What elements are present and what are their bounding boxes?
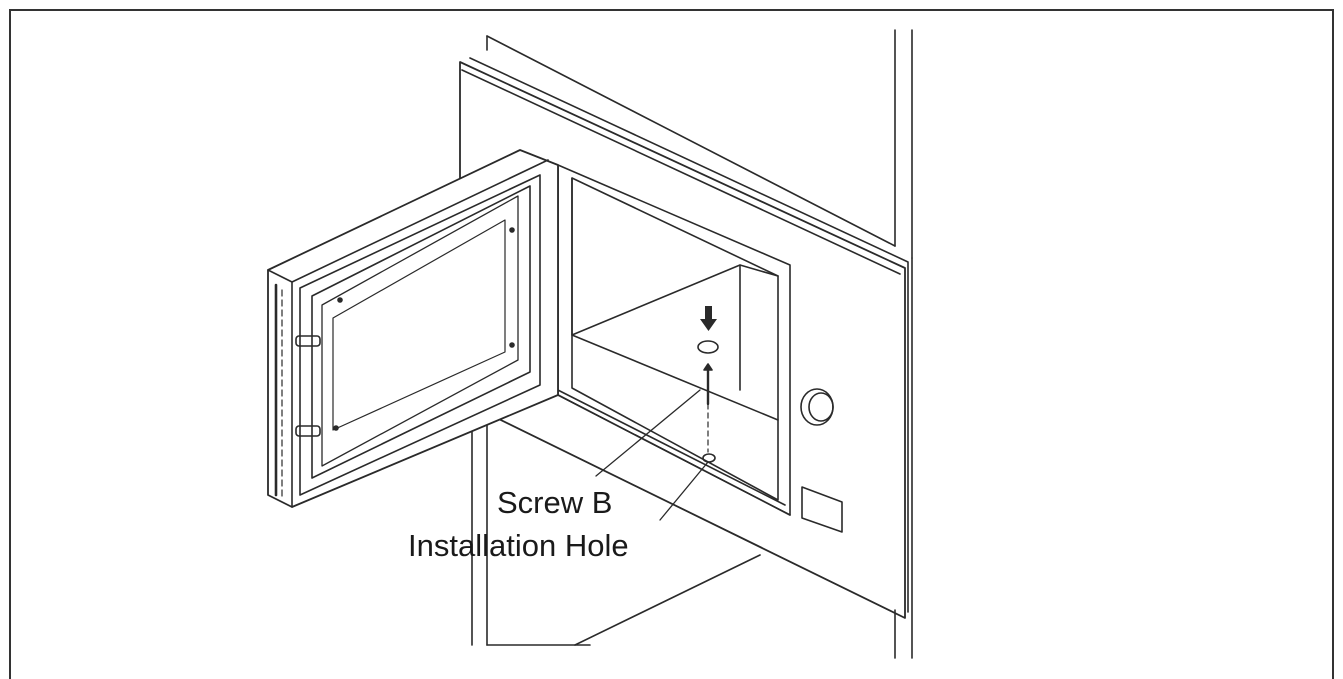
display-window <box>801 486 843 533</box>
down-arrow-icon <box>700 306 717 331</box>
screw-leader-line <box>595 389 701 477</box>
open-door <box>267 149 559 508</box>
cabinet-outline <box>471 29 913 659</box>
figure-frame <box>9 9 1334 679</box>
cavity-opening <box>547 164 791 516</box>
hole-leader-line <box>659 461 709 521</box>
screw-b <box>697 340 719 453</box>
knob-icon <box>800 388 834 426</box>
installation-hole <box>702 453 716 463</box>
installation-hole-label: Installation Hole <box>408 528 629 563</box>
screw-b-label: Screw B <box>497 485 613 520</box>
